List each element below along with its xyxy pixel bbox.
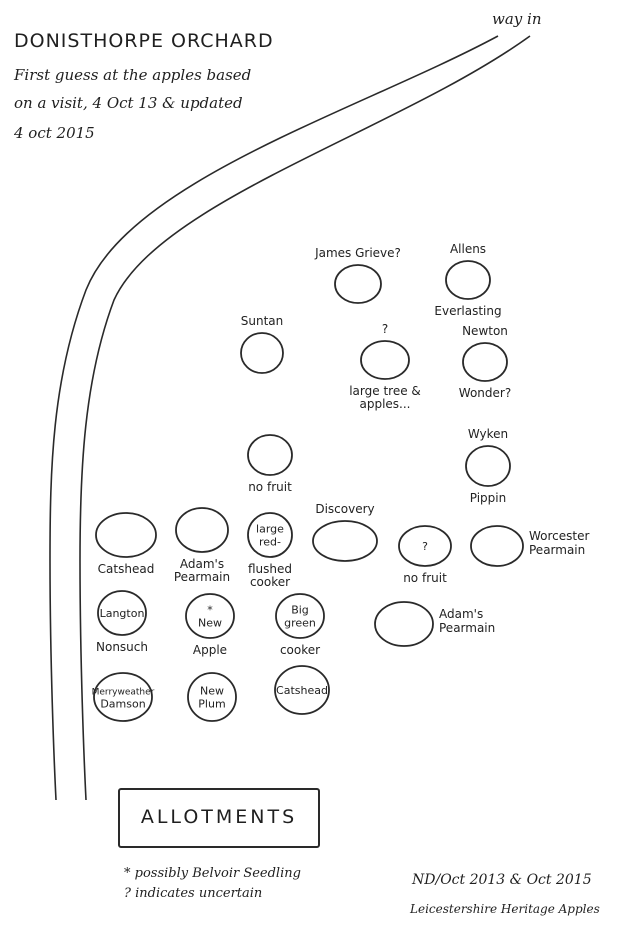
- tree-label-below-no-fruit-1-0: no fruit: [248, 480, 292, 494]
- tree-label-below-catshead-1-0: Catshead: [98, 562, 155, 576]
- tree-label-inside-big-green-cooker-0: Big: [291, 604, 309, 617]
- tree-label-above-suntan: Suntan: [241, 314, 284, 328]
- tree-circle-allens-everlasting: [445, 260, 491, 300]
- tree-label-inside-new-plum-1: Plum: [198, 698, 225, 711]
- tree-label-inside-no-fruit-2-0: ?: [422, 540, 428, 553]
- tree-circle-newton-wonder: [462, 342, 508, 382]
- tree-circle-worcester-pearmain: [470, 525, 524, 567]
- side-label-adams-0: Adam's: [439, 607, 483, 621]
- allotments-label: ALLOTMENTS: [140, 806, 298, 828]
- subtitle-line-3: 4 oct 2015: [14, 124, 95, 142]
- tree-circle-catshead-1: [95, 512, 157, 558]
- entrance-label: way in: [492, 10, 542, 28]
- tree-circle-new-apple: [185, 593, 235, 639]
- tree-label-above-discovery: Discovery: [315, 502, 374, 516]
- side-label-worcester-0: Worcester: [529, 529, 589, 543]
- subtitle-line-1: First guess at the apples based: [14, 66, 252, 84]
- tree-circle-catshead-2: [274, 665, 330, 715]
- tree-circle-wyken-pippin: [465, 445, 511, 487]
- tree-label-below-large-red-0: flushed: [248, 562, 292, 576]
- tree-circle-james-grieve: [334, 264, 382, 304]
- note-question: ? indicates uncertain: [124, 886, 263, 901]
- tree-label-above-newton-wonder: Newton: [462, 324, 508, 338]
- tree-label-below-no-fruit-2-0: no fruit: [403, 571, 447, 585]
- tree-label-below-large-red-1: cooker: [250, 575, 290, 589]
- credit-org: Leicestershire Heritage Apples: [410, 902, 600, 916]
- tree-label-inside-merryweather-damson-0: Merryweather: [92, 688, 155, 698]
- tree-circle-unknown-large: [360, 340, 410, 380]
- tree-label-inside-merryweather-damson-1: Damson: [100, 698, 145, 711]
- side-label-adams-1: Pearmain: [439, 621, 495, 635]
- tree-label-inside-large-red-0: large: [256, 523, 284, 536]
- tree-label-above-james-grieve: James Grieve?: [314, 246, 401, 260]
- tree-label-below-langton-nonsuch-0: Nonsuch: [96, 640, 148, 654]
- tree-label-inside-large-red-1: red-: [259, 536, 281, 549]
- tree-label-inside-langton-nonsuch-0: Langton: [100, 607, 145, 620]
- tree-label-below-adams-pearmain-1-1: Pearmain: [174, 570, 230, 584]
- tree-label-above-wyken-pippin: Wyken: [468, 427, 508, 441]
- path-right-edge: [79, 35, 531, 801]
- note-asterisk: * possibly Belvoir Seedling: [124, 866, 301, 881]
- tree-label-below-allens-everlasting-0: Everlasting: [434, 304, 501, 318]
- credit-date: ND/Oct 2013 & Oct 2015: [412, 872, 592, 888]
- tree-circle-discovery: [312, 520, 378, 562]
- path-left-edge: [49, 35, 499, 801]
- tree-label-inside-catshead-2-0: Catshead: [276, 684, 328, 697]
- tree-circle-langton-nonsuch: [97, 590, 147, 636]
- tree-circle-adams-pearmain-2: [374, 601, 434, 647]
- side-label-worcester-1: Pearmain: [529, 543, 585, 557]
- tree-circle-large-red: [247, 512, 293, 558]
- tree-label-above-unknown-large: ?: [382, 322, 388, 336]
- tree-label-below-newton-wonder-0: Wonder?: [459, 386, 511, 400]
- tree-circle-no-fruit-1: [247, 434, 293, 476]
- tree-label-below-big-green-cooker-0: cooker: [280, 643, 320, 657]
- tree-circle-suntan: [240, 332, 284, 374]
- tree-circle-new-plum: [187, 672, 237, 722]
- tree-circle-merryweather-damson: [93, 672, 153, 722]
- tree-label-below-adams-pearmain-1-0: Adam's: [180, 557, 224, 571]
- tree-circle-no-fruit-2: [398, 525, 452, 567]
- tree-label-below-wyken-pippin-0: Pippin: [470, 491, 506, 505]
- page-title: DONISTHORPE ORCHARD: [14, 30, 274, 52]
- tree-label-below-unknown-large-1: apples...: [360, 397, 411, 411]
- tree-label-below-new-apple-0: Apple: [193, 643, 227, 657]
- tree-label-below-unknown-large-0: large tree &: [349, 384, 421, 398]
- tree-label-inside-big-green-cooker-1: green: [284, 617, 316, 630]
- tree-label-inside-new-plum-0: New: [200, 685, 224, 698]
- tree-circle-adams-pearmain-1: [175, 507, 229, 553]
- tree-label-inside-new-apple-0: *: [207, 604, 213, 617]
- tree-label-inside-new-apple-1: New: [198, 617, 222, 630]
- tree-circle-big-green-cooker: [275, 593, 325, 639]
- subtitle-line-2: on a visit, 4 Oct 13 & updated: [14, 94, 243, 112]
- tree-label-above-allens-everlasting: Allens: [450, 242, 486, 256]
- allotments-box: ALLOTMENTS: [118, 788, 320, 848]
